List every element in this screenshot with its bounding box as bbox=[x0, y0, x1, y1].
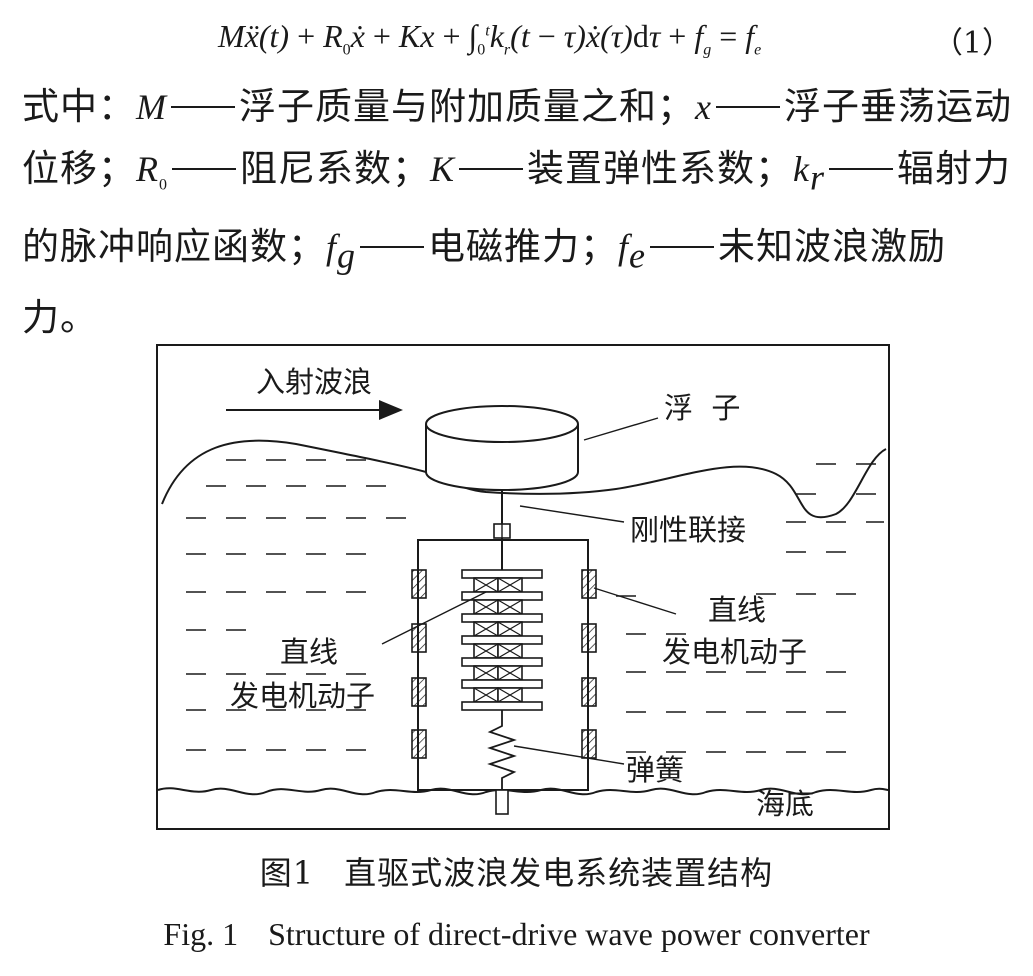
equation-1: Mẍ(t) + R0ẋ + Kx + ∫0tkr(t − τ)ẋ(τ)dτ + … bbox=[200, 14, 1020, 66]
structure-diagram-svg: 入射波浪 浮 子 刚性联接 直线 发电机动子 直线 发电机动子 弹簧 海底 bbox=[156, 344, 890, 830]
mover-stack bbox=[461, 569, 543, 711]
coil-crosses bbox=[473, 577, 523, 703]
label-mover-line1: 直线 bbox=[280, 635, 338, 669]
desc-fg: 电磁推力； bbox=[428, 225, 619, 269]
label-seabed: 海底 bbox=[756, 787, 814, 821]
symbol-fe-sub: e bbox=[629, 235, 647, 276]
leader-lines bbox=[381, 417, 677, 765]
caption-cn-label: 图1 bbox=[259, 854, 315, 892]
desc-R0: 阻尼系数； bbox=[240, 147, 430, 190]
desc-M: 浮子质量与附加质量之和； bbox=[239, 85, 695, 128]
symbol-R0: R bbox=[136, 149, 159, 189]
label-float: 浮 子 bbox=[664, 391, 740, 425]
figure-frame bbox=[156, 344, 890, 830]
figure-caption-cn: 图1 直驱式波浪发电系统装置结构 bbox=[0, 848, 1033, 894]
label-rigid-link: 刚性联接 bbox=[630, 513, 746, 547]
label-incident-wave: 入射波浪 bbox=[256, 365, 372, 399]
equation-formula: Mẍ(t) + R0ẋ + Kx + ∫0tkr(t − τ)ẋ(τ)dτ + … bbox=[218, 18, 762, 59]
label-spring: 弹簧 bbox=[626, 753, 684, 787]
symbol-kr: k bbox=[793, 149, 810, 189]
symbol-fg-sub: g bbox=[337, 235, 357, 276]
symbol-fe: f bbox=[618, 227, 630, 268]
water-surface-line bbox=[161, 439, 887, 519]
caption-cn-title: 直驱式波浪发电系统装置结构 bbox=[344, 854, 774, 892]
symbol-K: K bbox=[430, 149, 456, 189]
symbol-x: x bbox=[695, 87, 712, 127]
symbol-R0-sub: 0 bbox=[159, 176, 168, 194]
water-dashes bbox=[186, 459, 884, 753]
base-post bbox=[495, 789, 509, 815]
stator-left bbox=[411, 569, 427, 759]
rigid-coupling bbox=[493, 523, 511, 539]
stator-right bbox=[581, 569, 597, 759]
desc-K: 装置弹性系数； bbox=[527, 147, 794, 190]
symbol-kr-sub: r bbox=[810, 157, 826, 198]
desc-fe: 未知波浪激励力。 bbox=[22, 225, 947, 339]
caption-en-label: Fig. 1 bbox=[163, 916, 239, 952]
caption-en-title: Structure of direct-drive wave power con… bbox=[268, 916, 870, 952]
desc-x: 浮子垂荡运动位移； bbox=[22, 85, 1012, 190]
symbol-fg: f bbox=[326, 227, 338, 268]
label-stator-line1: 直线 bbox=[708, 593, 766, 627]
symbol-M: M bbox=[136, 87, 167, 127]
desc-kr: 辐射力的脉冲响应函数； bbox=[22, 147, 1012, 269]
figure-1-diagram: 入射波浪 浮 子 刚性联接 直线 发电机动子 直线 发电机动子 弹簧 海底 bbox=[156, 344, 890, 830]
float-cylinder bbox=[425, 405, 579, 491]
equation-number: （1） bbox=[932, 26, 1012, 61]
figure-caption-en: Fig. 1 Structure of direct-drive wave pow… bbox=[0, 916, 1033, 953]
definitions-intro: 式中： bbox=[22, 85, 136, 128]
label-mover-line2: 发电机动子 bbox=[230, 679, 375, 713]
spring bbox=[487, 710, 517, 790]
label-stator-line2: 发电机动子 bbox=[662, 635, 807, 669]
